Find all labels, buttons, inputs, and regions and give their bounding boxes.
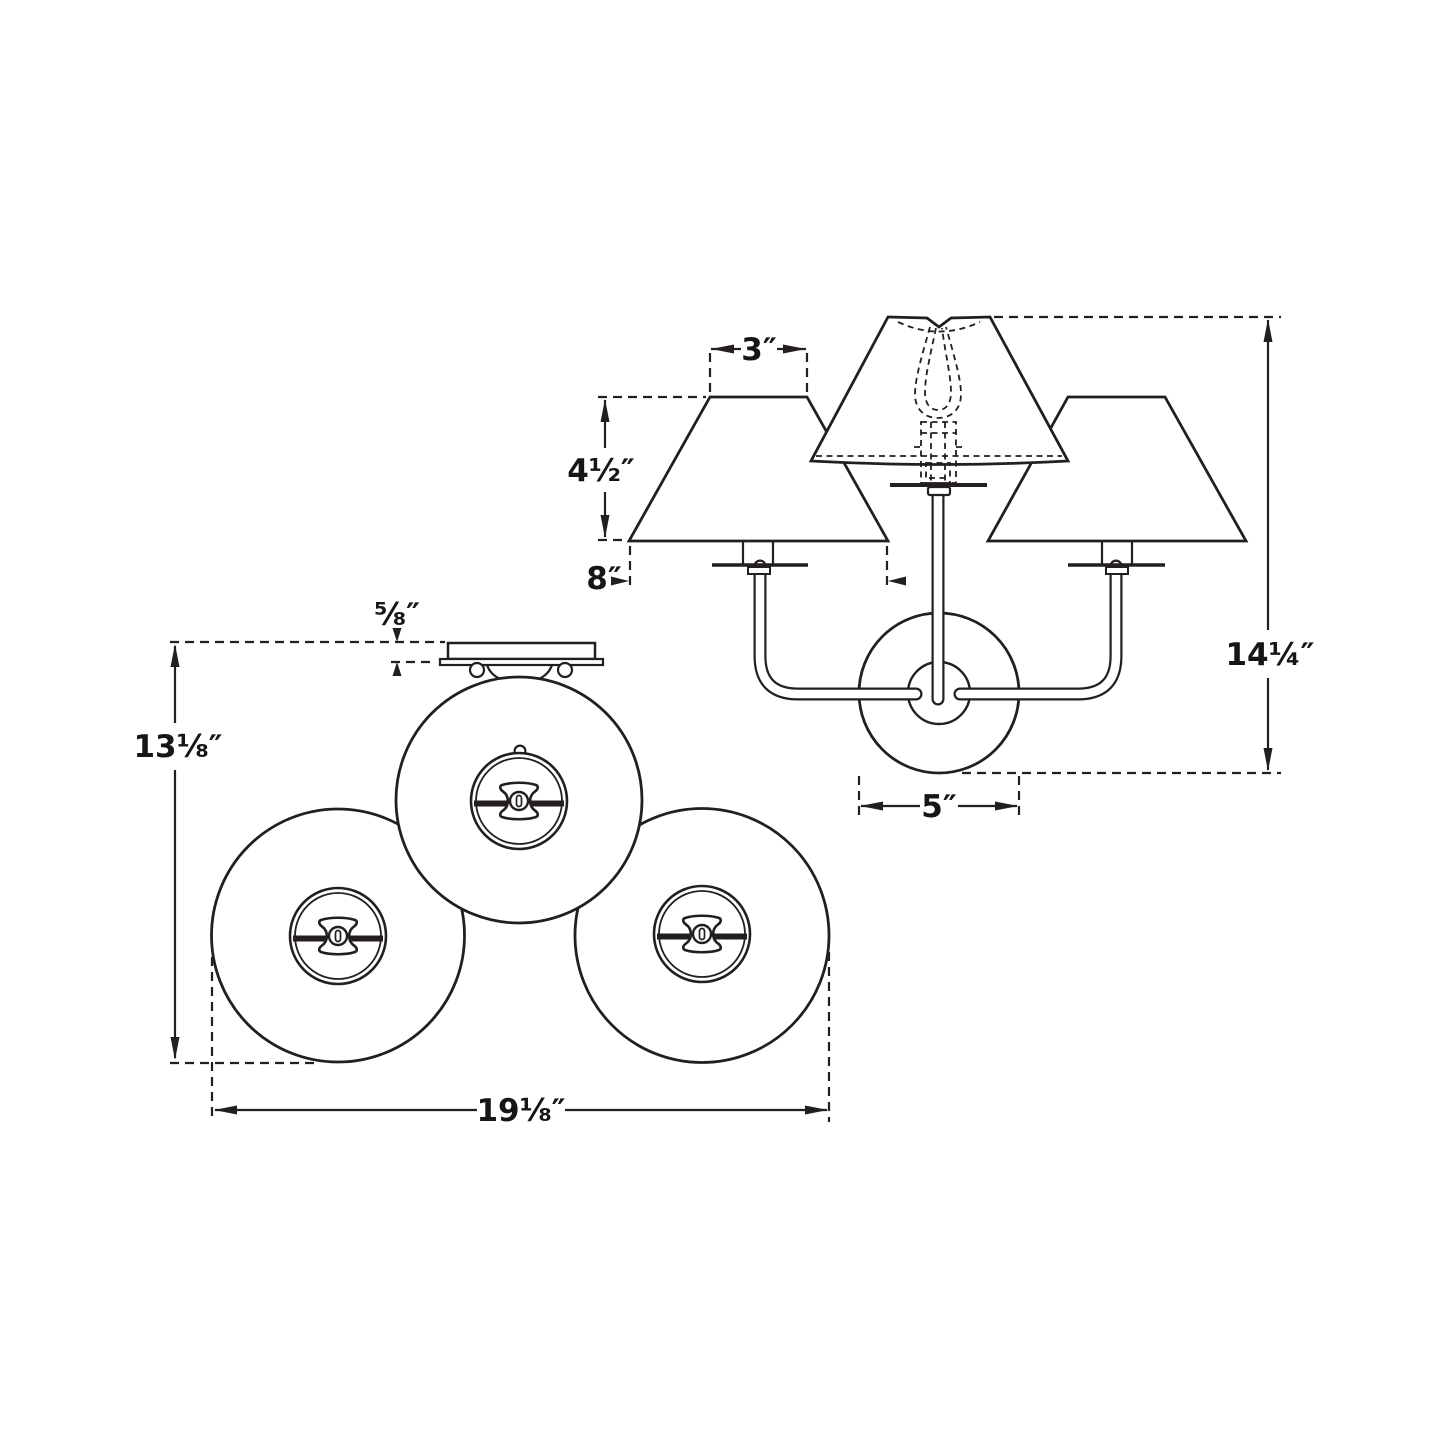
arrowhead-down-icon xyxy=(600,515,610,538)
extension-line xyxy=(708,353,809,394)
center-shade-internals xyxy=(816,321,1062,484)
dim-label-overall-depth: 13⅛″ xyxy=(133,729,222,765)
plate-screw-left xyxy=(468,661,486,679)
plate-flange xyxy=(438,657,605,667)
dim-label-overall-width: 19⅛″ xyxy=(476,1093,565,1129)
side-view: 3″ 4½″ 8″ 5″ xyxy=(567,315,1315,825)
extension-line xyxy=(628,546,889,590)
extension-line xyxy=(857,776,1021,818)
dim-overall-width: 19⅛″ xyxy=(210,952,831,1129)
arrowhead-right-icon xyxy=(805,1105,828,1115)
mounting-plate xyxy=(438,641,605,680)
top-view: ⅝″ 13⅛″ 19⅛″ xyxy=(133,597,831,1129)
arrowhead-down-icon xyxy=(392,628,402,642)
extension-line xyxy=(170,640,445,664)
extension-line xyxy=(210,952,831,1122)
dim-label-shade-height: 4½″ xyxy=(567,453,635,489)
extension-line xyxy=(962,315,1281,775)
center-shade xyxy=(808,315,1071,466)
hub-right xyxy=(654,886,750,982)
left-arm-cap xyxy=(747,566,771,575)
arrowhead-up-icon xyxy=(1263,319,1273,342)
bulb-loop-inner xyxy=(924,327,952,411)
arrowhead-down-icon xyxy=(170,1037,180,1060)
right-socket xyxy=(1068,542,1165,575)
socket-cup-dashed xyxy=(925,462,951,484)
plate-arm-curve-left xyxy=(485,664,501,680)
dim-label-overall-height: 14¼″ xyxy=(1225,637,1314,673)
extension-line xyxy=(598,395,706,542)
arrowhead-left-icon xyxy=(711,344,734,354)
arrowhead-left-icon xyxy=(888,576,906,586)
arrowhead-right-icon xyxy=(611,576,629,586)
arrowhead-left-icon xyxy=(214,1105,237,1115)
dim-shade-top-width: 3″ xyxy=(708,332,809,394)
arrowhead-right-icon xyxy=(783,344,806,354)
arrowhead-down-icon xyxy=(1263,748,1273,771)
dim-overall-depth: 13⅛″ xyxy=(133,644,316,1065)
dim-label-canopy-diameter: 5″ xyxy=(921,789,957,825)
bulb-loop-outer xyxy=(914,326,962,419)
left-socket xyxy=(712,542,808,575)
shade-top-rim-dashed xyxy=(897,321,981,333)
arrowhead-up-icon xyxy=(170,644,180,667)
center-saddle-cup xyxy=(926,485,952,497)
arrowhead-up-icon xyxy=(600,399,610,422)
dim-label-shade-top-width: 3″ xyxy=(741,332,777,368)
left-shade xyxy=(626,395,891,543)
socket-dashed-outline xyxy=(920,421,957,484)
dim-canopy-diameter: 5″ xyxy=(857,776,1021,825)
right-arm xyxy=(953,559,1123,701)
dim-shade-height: 4½″ xyxy=(567,395,706,542)
plate-screw-right xyxy=(556,661,574,679)
dim-backplate-thickness: ⅝″ xyxy=(170,597,445,676)
arrowhead-left-icon xyxy=(860,801,883,811)
arrowhead-up-icon xyxy=(392,662,402,676)
plate-body xyxy=(446,641,597,661)
dim-label-backplate-thickness: ⅝″ xyxy=(374,597,420,633)
hub-left xyxy=(290,888,386,984)
dim-label-shade-bottom-width: 8″ xyxy=(586,561,622,597)
hub-top xyxy=(471,753,567,849)
plate-arm-curve-right xyxy=(538,664,554,680)
dim-overall-height: 14¼″ xyxy=(962,315,1315,775)
arrowhead-right-icon xyxy=(995,801,1018,811)
dim-shade-bottom-width: 8″ xyxy=(586,546,906,597)
left-arm xyxy=(753,559,923,701)
right-arm-cap xyxy=(1105,566,1129,575)
